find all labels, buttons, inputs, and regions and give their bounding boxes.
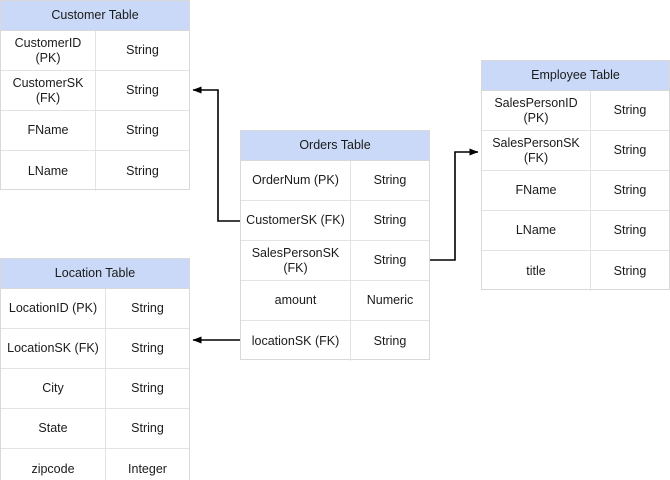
field-name-cell: CustomerID (PK) <box>1 31 96 70</box>
field-name-cell: locationSK (FK) <box>241 321 351 361</box>
table-row: amount Numeric <box>241 281 429 321</box>
relationship-connector-orders-customersk-to-customer <box>192 86 240 222</box>
field-name-cell: CustomerSK (FK) <box>241 201 351 240</box>
field-type-cell: Numeric <box>366 293 414 308</box>
table-row: LocationSK (FK) String <box>1 329 189 369</box>
field-name-cell: State <box>1 409 106 448</box>
field-name-cell: CustomerSK (FK) <box>1 71 96 110</box>
field-name-cell: FName <box>1 111 96 150</box>
table-row: title String <box>482 251 669 291</box>
table-row: SalesPersonSK (FK) String <box>482 131 669 171</box>
field-type-cell: String <box>131 301 164 316</box>
field-name-cell: SalesPersonSK (FK) <box>482 131 591 170</box>
field-type-cell: String <box>131 381 164 396</box>
table-row: LName String <box>482 211 669 251</box>
er-table-header-location: Location Table <box>1 259 189 289</box>
table-row: State String <box>1 409 189 449</box>
field-type-cell: Integer <box>128 461 167 476</box>
table-row: LName String <box>1 151 189 191</box>
field-type-cell: String <box>126 163 159 178</box>
field-name-cell: amount <box>241 281 351 320</box>
field-type-cell: String <box>373 253 407 268</box>
field-name-cell: SalesPersonSK (FK) <box>241 241 351 280</box>
table-row: LocationID (PK) String <box>1 289 189 329</box>
er-table-header-orders: Orders Table <box>241 131 429 161</box>
field-name-cell: title <box>482 251 591 291</box>
table-row: SalesPersonSK (FK) String <box>241 241 429 281</box>
field-type-cell: String <box>131 421 164 436</box>
field-type-cell: String <box>126 43 159 58</box>
field-type-cell: String <box>373 173 407 188</box>
relationship-connector-orders-salespersonsk-to-employee <box>430 148 479 261</box>
table-row: CustomerID (PK) String <box>1 31 189 71</box>
field-type-cell: String <box>131 341 164 356</box>
field-name-cell: zipcode <box>1 449 106 480</box>
table-row: OrderNum (PK) String <box>241 161 429 201</box>
field-type-cell: String <box>613 263 647 278</box>
table-row: FName String <box>1 111 189 151</box>
field-name-cell: LocationID (PK) <box>1 289 106 328</box>
field-name-cell: OrderNum (PK) <box>241 161 351 200</box>
table-row: CustomerSK (FK) String <box>241 201 429 241</box>
table-row: City String <box>1 369 189 409</box>
field-type-cell: String <box>373 213 407 228</box>
table-row: FName String <box>482 171 669 211</box>
table-row: CustomerSK (FK) String <box>1 71 189 111</box>
table-row: locationSK (FK) String <box>241 321 429 361</box>
field-type-cell: String <box>613 183 647 198</box>
table-row: zipcode Integer <box>1 449 189 480</box>
er-table-header-customer: Customer Table <box>1 1 189 31</box>
field-name-cell: LocationSK (FK) <box>1 329 106 368</box>
field-name-cell: FName <box>482 171 591 210</box>
field-name-cell: City <box>1 369 106 408</box>
field-type-cell: String <box>126 123 159 138</box>
field-name-cell: SalesPersonID (PK) <box>482 91 591 130</box>
er-table-header-employee: Employee Table <box>482 61 669 91</box>
field-type-cell: String <box>613 143 647 158</box>
field-type-cell: String <box>373 333 407 348</box>
field-name-cell: LName <box>1 151 96 191</box>
field-type-cell: String <box>613 103 647 118</box>
field-type-cell: String <box>613 223 647 238</box>
table-row: SalesPersonID (PK) String <box>482 91 669 131</box>
field-name-cell: LName <box>482 211 591 250</box>
field-type-cell: String <box>126 83 159 98</box>
